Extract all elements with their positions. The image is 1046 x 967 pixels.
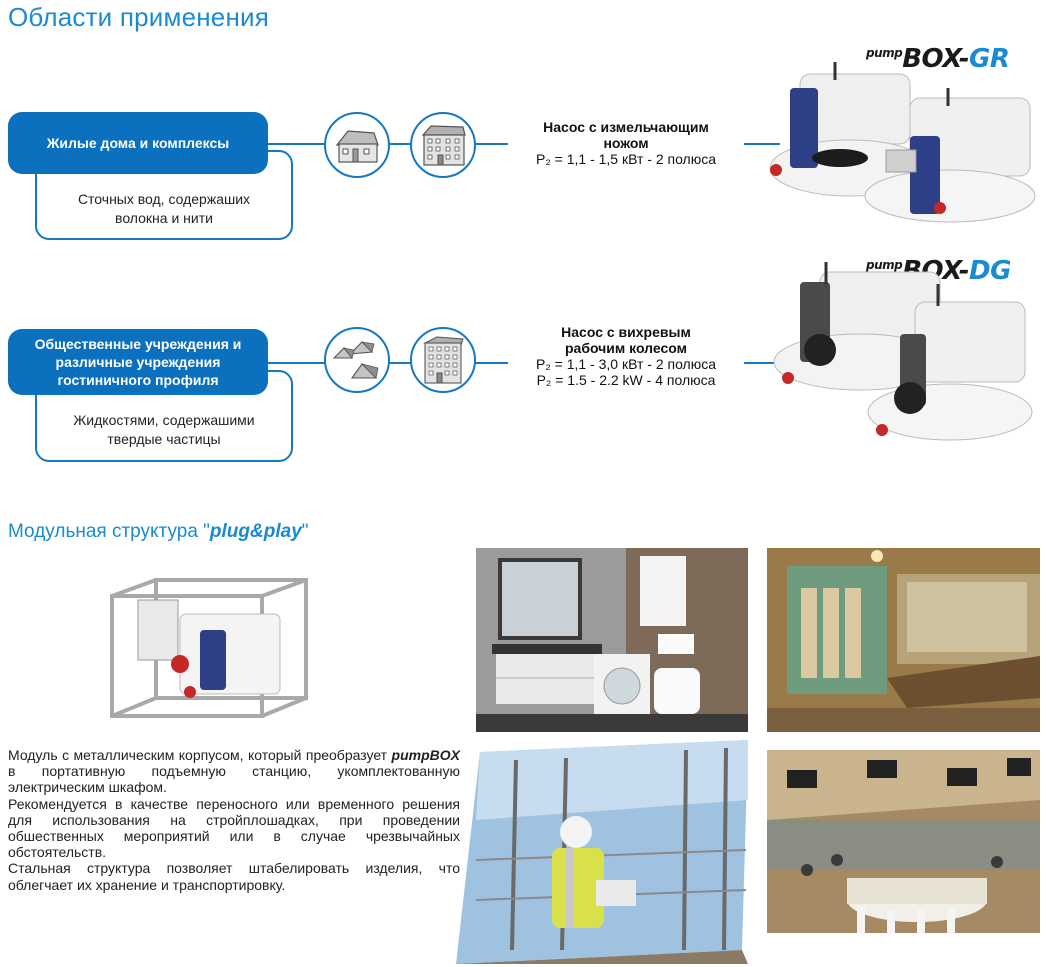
section-title-emphasis: plug&play — [209, 521, 302, 542]
pump-name: Насос с вихревым — [561, 324, 691, 340]
p1-product: pumpBOX — [391, 747, 460, 763]
section-title-suffix: " — [301, 521, 309, 542]
modular-description: Модуль с металлическим корпусом, который… — [8, 747, 460, 893]
pumpbox-gr-image — [769, 62, 1036, 223]
page-title: Области применения — [8, 2, 270, 32]
apartment-building-icon — [421, 125, 466, 166]
pumpbox-dg-image — [773, 262, 1033, 441]
p1-text-a: Модуль с металлическим корпусом, который… — [8, 747, 392, 763]
section-title-prefix: Модульная структура " — [8, 521, 210, 542]
paragraph-1: Модуль с металлическим корпусом, который… — [8, 747, 460, 796]
brand-prefix: pump — [866, 46, 903, 60]
category-label: Общественные учреждения и различные учре… — [34, 336, 242, 388]
restaurant-bar-photo — [767, 750, 1040, 933]
pump-info-2: Насос с вихревым рабочим колесом P₂ = 1,… — [508, 324, 744, 388]
construction-worker-photo — [456, 740, 748, 964]
circle-icon-3 — [324, 327, 390, 393]
category-label: Жилые дома и комплексы — [46, 135, 230, 151]
brand-main: BOX- — [902, 44, 969, 74]
pump-info-1: Насос с измельчающим ножом P₂ = 1,1 - 1,… — [508, 119, 744, 167]
pump-name-cont: рабочим колесом — [564, 340, 687, 356]
paragraph-3: Стальная структура позволяет штабелирова… — [8, 860, 460, 893]
pump-spec-2: P₂ = 1.5 - 2.2 kW - 4 полюса — [536, 372, 716, 388]
tents-icon — [332, 341, 379, 379]
circle-icon-1 — [324, 112, 390, 178]
description-text: Жидкостями, содержашими твердые частицы — [73, 412, 255, 447]
bathroom-photo — [476, 548, 748, 732]
brand-prefix: pump — [866, 258, 903, 272]
circle-icon-2 — [410, 112, 476, 178]
pump-spec: P₂ = 1,1 - 1,5 кВт - 2 полюса — [535, 151, 717, 167]
section-title: Модульная структура "plug&play" — [8, 521, 309, 543]
description-text: Сточных вод, содержаших волокна и нити — [77, 191, 251, 226]
category-pill: Жилые дома и комплексы — [8, 112, 268, 174]
category-pill: Общественные учреждения и различные учре… — [8, 329, 268, 395]
house-icon — [335, 130, 379, 163]
hotel-building-icon — [422, 336, 464, 384]
pump-name: Насос с измельчающим — [543, 119, 709, 135]
pump-spec: P₂ = 1,1 - 3,0 кВт - 2 полюса — [535, 356, 717, 372]
brand-code: GR — [968, 44, 1010, 74]
paragraph-2: Рекомендуется в качестве переносного или… — [8, 795, 460, 861]
steel-frame-module-image — [110, 578, 308, 718]
public-restroom-photo — [767, 548, 1040, 732]
connector-line — [190, 362, 780, 364]
brand-code: DG — [968, 256, 1011, 286]
pump-name-cont: ножом — [603, 135, 649, 151]
circle-icon-4 — [410, 327, 476, 393]
brand-logo-gr: pumpBOX-GR — [866, 44, 1010, 74]
p1-text-c: в портативную подъемную станцию, укомпле… — [8, 763, 460, 796]
connector-line — [190, 143, 780, 145]
